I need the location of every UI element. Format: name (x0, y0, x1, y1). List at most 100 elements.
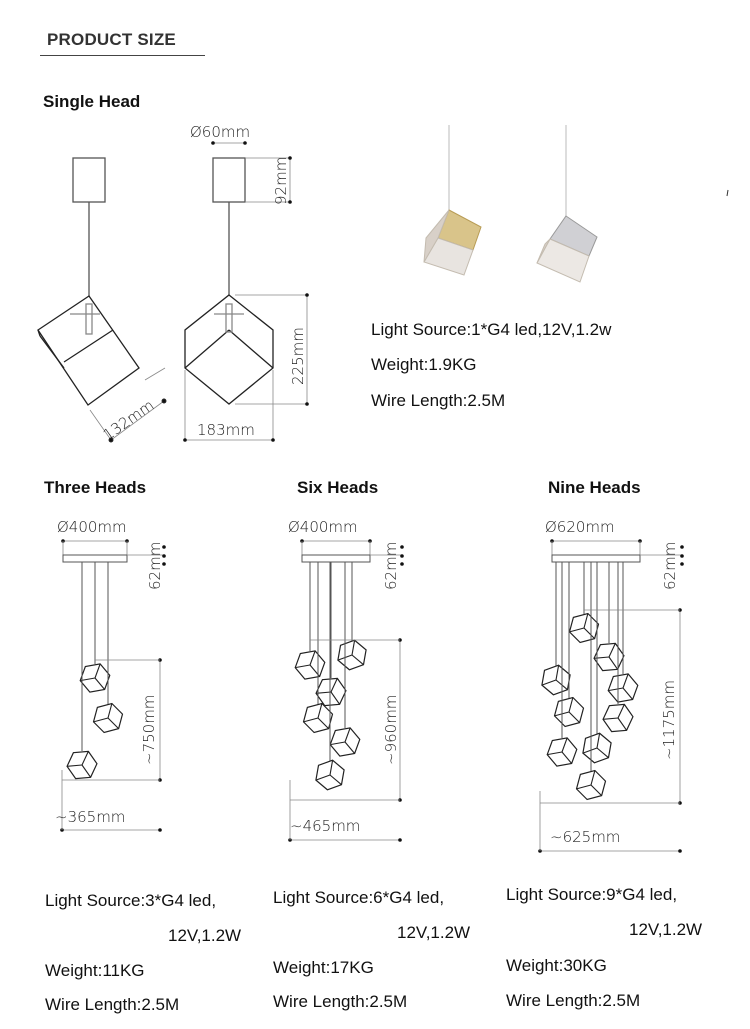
cube-head (315, 759, 345, 791)
six-diameter-label: Ø400mm (288, 518, 358, 536)
cube-edge (547, 751, 563, 756)
cube-edge (568, 697, 574, 713)
cube-head (294, 650, 326, 680)
canopy (62, 554, 128, 563)
cube-head (541, 664, 571, 696)
cube-edge (568, 711, 580, 723)
dimension-dot (680, 562, 684, 566)
six-wire-length: Wire Length:2.5M (273, 992, 408, 1011)
three-heads-title: Three Heads (44, 478, 147, 497)
nine-spread-label: ~625mm (550, 828, 620, 846)
cube-edge (309, 650, 316, 666)
dimension-dot (680, 545, 684, 549)
width-label: 183mm (197, 421, 255, 439)
cube-edge (107, 703, 113, 719)
diameter-label: Ø60mm (190, 123, 250, 141)
cube-edge (608, 643, 616, 658)
cube-head (337, 639, 367, 671)
section-title: PRODUCT SIZE (47, 30, 176, 49)
title-underline (40, 55, 205, 56)
cube-edge (344, 741, 356, 754)
cube-edge (583, 627, 595, 639)
canopy (551, 554, 641, 563)
side-dim-label: 132mm (100, 396, 158, 444)
six-drop-label: ~960mm (382, 695, 400, 765)
cube-edge (94, 677, 106, 690)
cube-head (92, 702, 124, 734)
six-canopy-label: 62mm (382, 542, 400, 590)
three-weight: Weight:11KG (45, 961, 145, 980)
chrome-finish-photo (536, 125, 598, 283)
cube-head (546, 737, 578, 767)
cube-edge (329, 774, 342, 786)
nine-weight: Weight:30KG (506, 956, 607, 975)
cube-head (329, 727, 361, 757)
cube-edge (330, 678, 338, 693)
single-side-drawing (37, 157, 167, 443)
cube-edge (315, 774, 331, 781)
cube-edge (561, 737, 568, 753)
cube-edge (583, 613, 589, 629)
dimension-dot (400, 554, 404, 558)
cube-edge (594, 656, 610, 659)
nine-drop-label: ~1175mm (660, 680, 678, 760)
cube-edge (329, 760, 334, 776)
dimension-dot (680, 554, 684, 558)
cube-head (66, 750, 98, 780)
cube-head (575, 769, 607, 801)
cube-edge (569, 627, 585, 633)
cube-edge (555, 665, 560, 681)
cube-head (602, 703, 634, 733)
cube-edge (81, 751, 89, 766)
nine-diameter-label: Ø620mm (545, 518, 615, 536)
cube-edge (317, 703, 323, 719)
stray-mark (726, 189, 729, 197)
dimension-dot (400, 562, 404, 566)
cube-edge (67, 764, 83, 767)
single-light-source: Light Source:1*G4 led,12V,1.2w (371, 320, 612, 339)
six-light-source: Light Source:6*G4 led, (273, 888, 445, 907)
cube-edge (608, 687, 624, 692)
dimension-dot (162, 562, 166, 566)
cube-edge (94, 663, 101, 679)
cube-edge (330, 691, 341, 705)
canopy-height-label: 92mm (272, 157, 290, 205)
cube-edge (317, 717, 329, 729)
gold-finish-photo (423, 125, 482, 276)
cube-head (302, 702, 334, 734)
dimension-dot (162, 554, 166, 558)
single-weight: Weight:1.9KG (371, 355, 477, 374)
three-light-source-rating: 12V,1.2W (168, 926, 242, 945)
cube-edge (295, 664, 311, 669)
cube-edge (603, 717, 619, 720)
cube-edge (622, 687, 634, 700)
dimension-dot (400, 545, 404, 549)
six-weight: Weight:17KG (273, 958, 374, 977)
cube-edge (582, 747, 598, 754)
dimension-dot (398, 838, 402, 842)
cube-edge (617, 717, 628, 731)
cube-edge (81, 764, 92, 778)
cube-edge (596, 747, 609, 759)
single-wire-length: Wire Length:2.5M (371, 391, 506, 410)
six-heads-title: Six Heads (297, 478, 379, 497)
dimension-dot (162, 545, 166, 549)
cube-edge (316, 691, 332, 694)
cube-edge (330, 741, 346, 746)
cube-edge (596, 733, 601, 749)
three-drop-label: ~750mm (140, 695, 158, 765)
cube-edge (541, 679, 557, 686)
nine-light-source-rating: 12V,1.2W (629, 920, 703, 939)
three-wire-length: Wire Length:2.5M (45, 995, 180, 1014)
cube-edge (576, 784, 592, 790)
cube-edge (608, 656, 619, 670)
cube-head (79, 663, 111, 693)
dimension-dot (158, 828, 162, 832)
cube-head (582, 732, 612, 764)
nine-light-source: Light Source:9*G4 led, (506, 885, 678, 904)
nine-wire-length: Wire Length:2.5M (506, 991, 641, 1010)
cube-edge (344, 727, 351, 743)
three-light-source: Light Source:3*G4 led, (45, 891, 217, 910)
nine-canopy-label: 62mm (661, 542, 679, 590)
cube-edge (590, 784, 602, 796)
